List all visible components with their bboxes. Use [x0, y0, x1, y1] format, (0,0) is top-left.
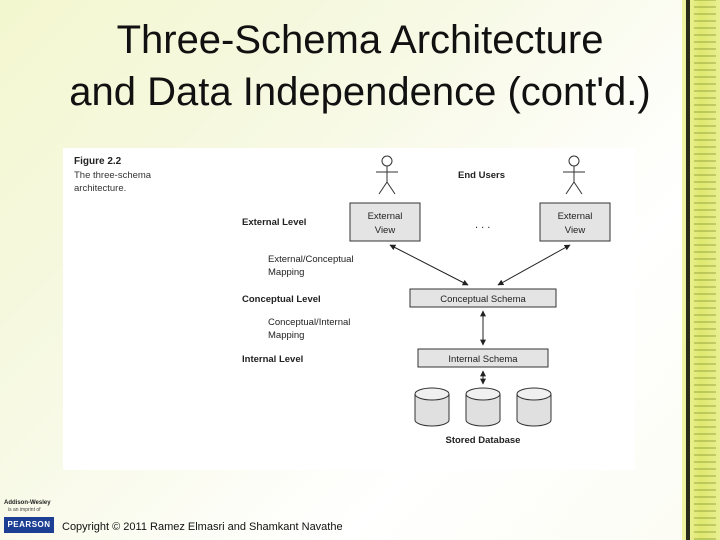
internal-level-label: Internal Level	[242, 354, 303, 365]
external-view-left-line2: View	[375, 225, 396, 236]
conc-int-mapping-label-1: Conceptual/Internal	[268, 317, 350, 328]
publisher-logo: Addison-Wesley is an imprint of PEARSON	[4, 500, 54, 533]
three-schema-diagram: Figure 2.2 The three-schema architecture…	[74, 155, 611, 446]
decorative-right-bar	[682, 0, 720, 540]
arrow-left-view-to-conceptual	[389, 244, 469, 286]
database-cylinder-icon	[516, 387, 552, 427]
ext-conc-mapping-label-1: External/Conceptual	[268, 254, 354, 265]
internal-schema-box: Internal Schema	[417, 348, 549, 368]
slide-title: Three-Schema Architecture and Data Indep…	[0, 14, 720, 118]
decorative-pattern	[694, 0, 716, 540]
more-views-ellipsis: . . .	[475, 219, 490, 231]
decorative-stripe	[686, 0, 690, 540]
end-users-label: End Users	[458, 170, 505, 181]
external-view-right-line2: View	[565, 225, 586, 236]
internal-schema-label: Internal Schema	[448, 354, 518, 365]
database-cylinder-icon	[414, 387, 450, 427]
external-view-left-line1: External	[368, 211, 403, 222]
stored-database-label: Stored Database	[446, 435, 521, 446]
figure-caption-title: Figure 2.2	[74, 156, 122, 167]
figure-caption-line2: architecture.	[74, 183, 126, 194]
copyright-footer: Copyright © 2011 Ramez Elmasri and Shamk…	[62, 521, 343, 533]
end-user-right-icon	[563, 155, 585, 195]
external-view-left: External View	[349, 202, 421, 242]
slide-title-line1: Three-Schema Architecture	[116, 18, 604, 62]
publisher-imprint: is an imprint of	[8, 507, 41, 513]
conceptual-schema-label: Conceptual Schema	[440, 294, 526, 305]
slide-title-line2: and Data Independence (cont'd.)	[69, 70, 651, 114]
figure-caption-line1: The three-schema	[74, 170, 152, 181]
external-view-right-line1: External	[558, 211, 593, 222]
conceptual-schema-box: Conceptual Schema	[409, 288, 557, 308]
end-user-left-icon	[376, 155, 398, 195]
database-cylinder-icon	[465, 387, 501, 427]
publisher-name: Addison-Wesley	[4, 500, 51, 506]
three-schema-figure: Figure 2.2 The three-schema architecture…	[63, 148, 635, 470]
ext-conc-mapping-label-2: Mapping	[268, 267, 304, 278]
external-level-label: External Level	[242, 217, 306, 228]
pearson-logo: PEARSON	[4, 517, 54, 533]
external-view-right: External View	[539, 202, 611, 242]
conc-int-mapping-label-2: Mapping	[268, 330, 304, 341]
arrow-right-view-to-conceptual	[497, 244, 571, 286]
conceptual-level-label: Conceptual Level	[242, 294, 321, 305]
